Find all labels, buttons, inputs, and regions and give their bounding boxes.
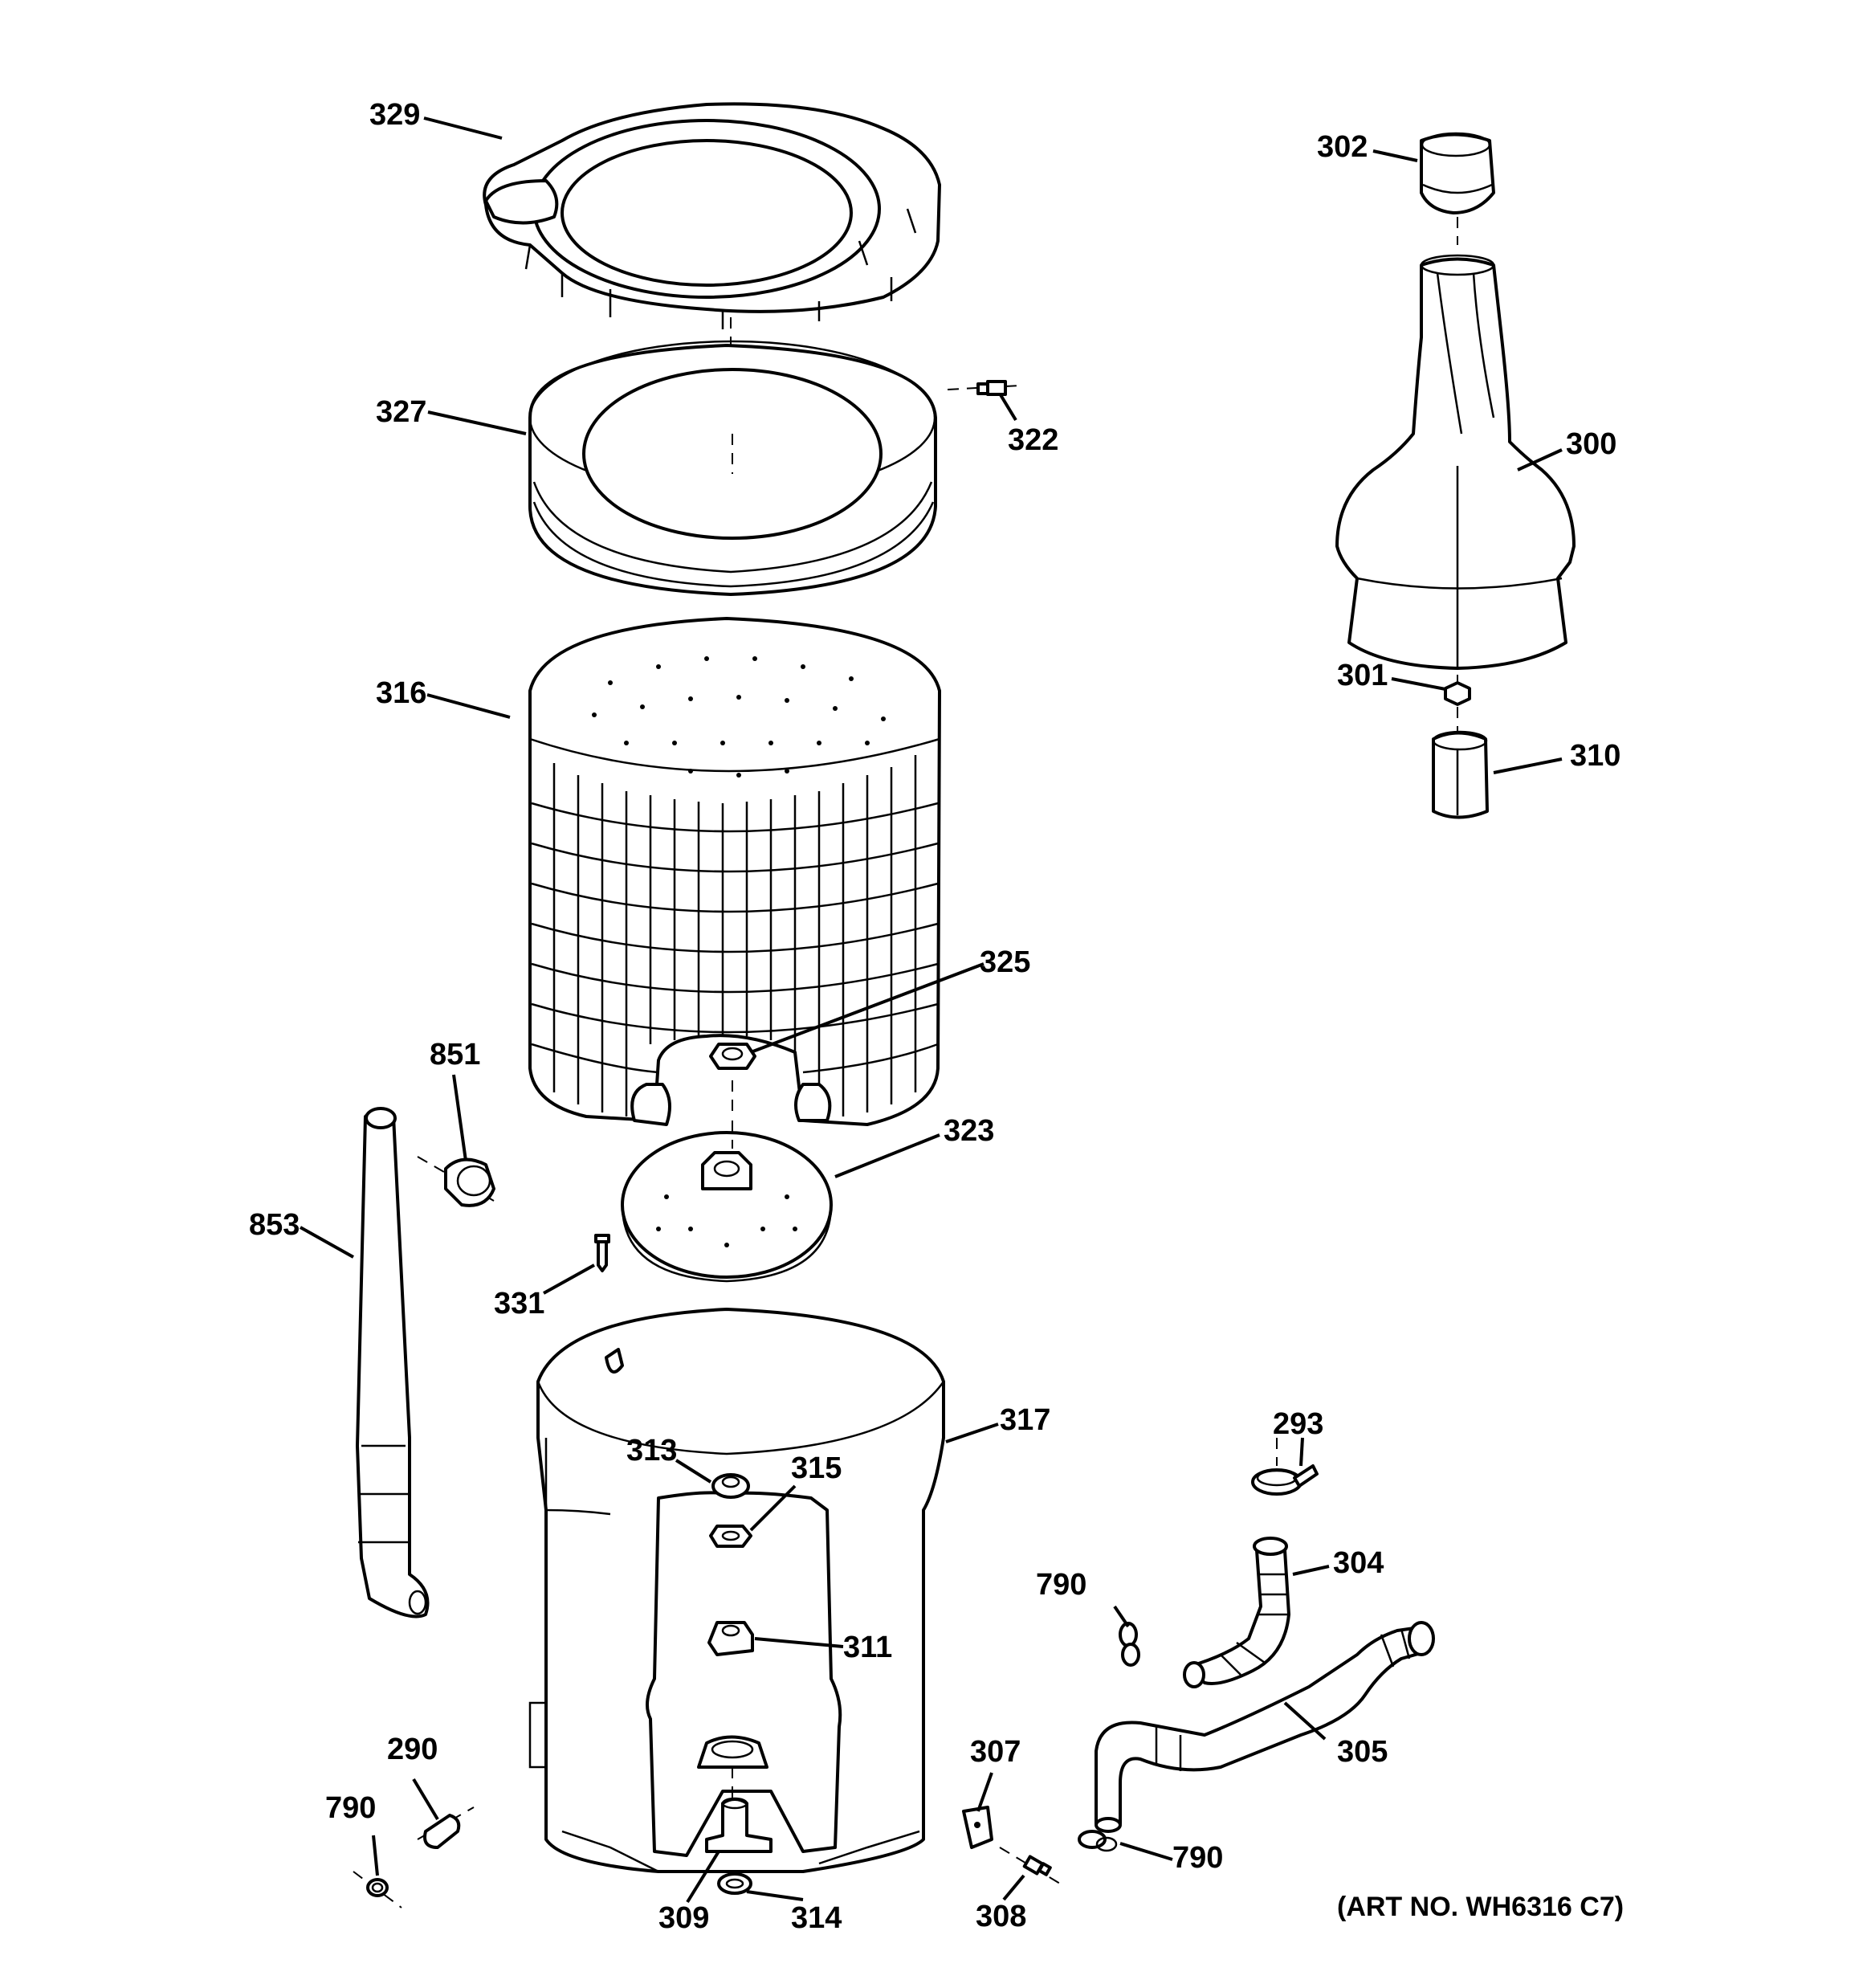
callout-309: 309 [658, 1901, 709, 1935]
callout-311: 311 [843, 1631, 892, 1664]
agitator-300 [1335, 254, 1576, 703]
hub-nut-325 [709, 1043, 756, 1116]
hub-plate-323 [621, 1121, 833, 1283]
gasket-314 [717, 1872, 752, 1895]
callout-790-left: 790 [325, 1791, 376, 1825]
clamp-790-middle [1119, 1622, 1140, 1667]
hose-304 [1183, 1537, 1290, 1688]
basket-holes [592, 656, 886, 778]
seal-313 [711, 1473, 750, 1499]
drain-hose-305 [1095, 1621, 1435, 1833]
callout-293: 293 [1273, 1407, 1323, 1441]
callout-325: 325 [980, 945, 1030, 979]
agitator-cap-302 [1420, 132, 1495, 245]
tube-853 [356, 1107, 430, 1619]
callout-316: 316 [376, 676, 426, 710]
washer-315 [709, 1525, 752, 1548]
drain-fitting-309 [705, 1797, 773, 1853]
callout-304: 304 [1333, 1546, 1384, 1580]
screw-308 [999, 1847, 1061, 1884]
callout-329: 329 [369, 98, 420, 132]
bracket-307 [962, 1806, 993, 1849]
callout-305: 305 [1337, 1735, 1388, 1769]
callout-322: 322 [1008, 423, 1058, 457]
callout-308: 308 [976, 1900, 1026, 1933]
outer-tub-317 [528, 1308, 945, 1873]
callout-323: 323 [944, 1114, 994, 1148]
callout-853: 853 [249, 1208, 300, 1242]
screw-331 [594, 1234, 610, 1272]
callout-851: 851 [430, 1038, 480, 1072]
callout-315: 315 [791, 1451, 842, 1485]
bearing-housing [697, 1735, 768, 1799]
callout-314: 314 [791, 1901, 842, 1935]
callout-310: 310 [1570, 739, 1620, 773]
balance-ring-327 [528, 340, 937, 596]
cap-851 [417, 1156, 495, 1207]
callout-307: 307 [970, 1735, 1021, 1769]
callout-302: 302 [1317, 130, 1368, 164]
callout-labels: 329 327 322 316 325 851 853 323 331 317 … [249, 98, 1624, 1935]
coupler-310 [1432, 730, 1489, 819]
leader-lines [300, 116, 1563, 1904]
callout-313: 313 [626, 1434, 677, 1468]
wash-basket-316 [528, 617, 941, 1126]
tub-cover-329 [483, 102, 941, 361]
art-number: (ART NO. WH6316 C7) [1337, 1892, 1624, 1922]
fastener-301 [1444, 681, 1471, 731]
callout-331: 331 [494, 1287, 544, 1321]
clamp-790-left [353, 1871, 402, 1908]
callout-300: 300 [1566, 427, 1616, 461]
clamp-790-bottom [1078, 1830, 1118, 1852]
callout-317: 317 [1000, 1403, 1050, 1437]
callout-327: 327 [376, 395, 426, 429]
screw-322 [947, 380, 1021, 396]
callout-301: 301 [1337, 659, 1388, 692]
clamp-293 [1251, 1438, 1319, 1496]
plug-290 [417, 1806, 475, 1849]
callout-290: 290 [387, 1733, 438, 1766]
callout-790-bottom: 790 [1172, 1841, 1223, 1875]
callout-790-middle: 790 [1036, 1568, 1086, 1602]
nut-311 [707, 1621, 754, 1656]
